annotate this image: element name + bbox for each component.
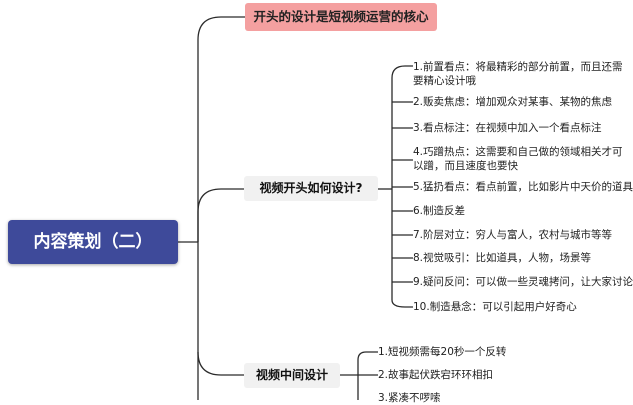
opening-item-1: 1.前置看点：将最精彩的部分前置，而且还需要精心设计哦 (413, 61, 623, 87)
opening-item-6: 6.制造反差 (413, 205, 466, 217)
opening-item-3: 3.看点标注：在视频中加入一个看点标注 (413, 122, 602, 134)
opening-item-8: 8.视觉吸引：比如道具，人物，场景等 (413, 252, 592, 264)
middle-item-3: 3.紧凑不啰嗦 (378, 392, 441, 404)
branch-opening-design: 视频开头如何设计? (244, 176, 378, 201)
opening-item-2: 2.贩卖焦虑：增加观众对某事、某物的焦虑 (413, 96, 613, 108)
middle-item-2: 2.故事起伏跌宕环环相扣 (378, 369, 494, 381)
opening-item-7: 7.阶层对立：穷人与富人，农村与城市等等 (413, 229, 613, 241)
opening-item-10: 10.制造悬念：可以引起用户好奇心 (413, 301, 577, 313)
opening-item-4: 4.巧蹭热点：这需要和自己做的领域相关才可以蹭，而且速度也要快 (413, 146, 623, 172)
branch-middle-design: 视频中间设计 (244, 363, 340, 388)
middle-item-1: 1.短视频需每20秒一个反转 (378, 346, 507, 358)
headline-node: 开头的设计是短视频运营的核心 (245, 3, 437, 31)
root-node: 内容策划（二） (8, 220, 178, 264)
opening-item-5: 5.猛扔看点：看点前置，比如影片中天价的道具 (413, 181, 633, 193)
connector-lines (178, 16, 413, 400)
opening-item-9: 9.疑问反问：可以做一些灵魂拷问，让大家讨论 (413, 276, 633, 288)
